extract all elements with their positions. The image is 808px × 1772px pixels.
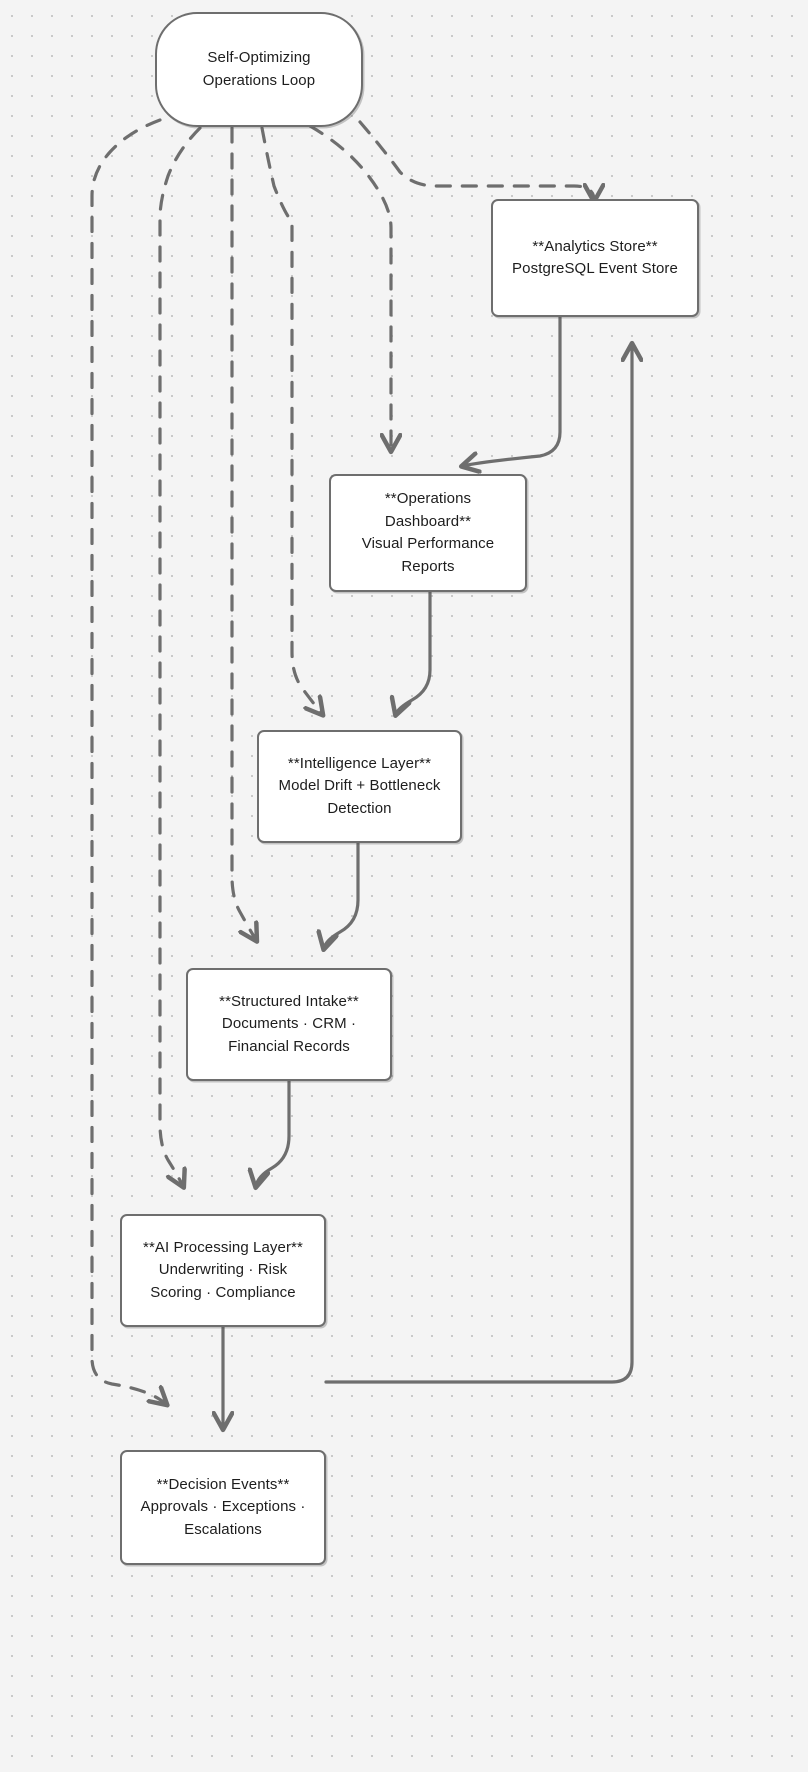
edge-analytics-to-dashboard bbox=[463, 315, 562, 466]
node-operations-dashboard[interactable]: **Operations Dashboard** Visual Performa… bbox=[329, 474, 527, 592]
node-label: **Decision Events** Approvals · Exceptio… bbox=[140, 1475, 306, 1538]
edge-loop-to-intake bbox=[230, 126, 256, 940]
node-label: **Analytics Store** PostgreSQL Event Sto… bbox=[512, 237, 678, 278]
node-label: **Operations Dashboard** Visual Performa… bbox=[361, 490, 495, 575]
edge-loop-to-intelligence bbox=[260, 126, 322, 714]
edge-intake-to-ai bbox=[256, 1079, 291, 1186]
node-label: **AI Processing Layer** Underwriting · R… bbox=[143, 1238, 303, 1301]
node-label: **Intelligence Layer** Model Drift + Bot… bbox=[278, 754, 441, 817]
node-structured-intake[interactable]: **Structured Intake** Documents · CRM · … bbox=[186, 968, 392, 1081]
node-label: **Structured Intake** Documents · CRM · … bbox=[219, 992, 359, 1055]
edge-intelligence-to-intake bbox=[324, 841, 360, 948]
node-analytics-store[interactable]: **Analytics Store** PostgreSQL Event Sto… bbox=[491, 199, 699, 317]
node-decision-events[interactable]: **Decision Events** Approvals · Exceptio… bbox=[120, 1450, 326, 1565]
edge-dashboard-to-intelligence bbox=[396, 590, 432, 714]
edge-loop-to-dashboard bbox=[308, 124, 391, 450]
node-label: Self-Optimizing Operations Loop bbox=[202, 49, 316, 89]
node-ai-processing-layer[interactable]: **AI Processing Layer** Underwriting · R… bbox=[120, 1214, 326, 1327]
edge-loop-to-decision bbox=[90, 118, 166, 1404]
node-self-optimizing-operations-loop[interactable]: Self-Optimizing Operations Loop bbox=[155, 12, 363, 127]
edge-loop-to-analytics bbox=[358, 120, 594, 200]
node-intelligence-layer[interactable]: **Intelligence Layer** Model Drift + Bot… bbox=[257, 730, 462, 843]
